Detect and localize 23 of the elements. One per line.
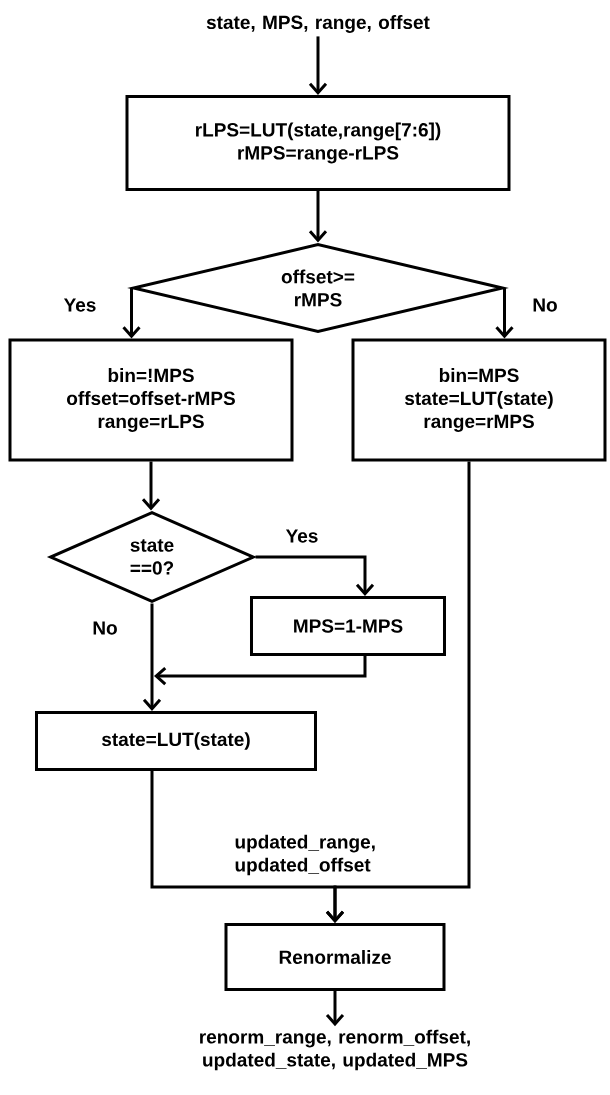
arrow <box>325 991 345 1027</box>
edge-label: Yes <box>284 528 320 544</box>
arrow <box>142 603 162 711</box>
arrow <box>255 555 375 596</box>
process-box: bin=MPS state=LUT(state) range=rMPS <box>351 338 607 462</box>
arrow <box>495 288 514 339</box>
signal-label: updated_range, updated_offset <box>235 834 375 876</box>
process-box: state=LUT(state) <box>35 711 317 771</box>
process-box: rLPS=LUT(state,range[7:6]) rMPS=range-rLPS <box>125 95 511 191</box>
process-box: bin=!MPS offset=offset-rMPS range=rLPS <box>8 338 294 462</box>
arrow <box>308 191 328 243</box>
process-box: MPS=1-MPS <box>250 596 446 656</box>
arrow <box>122 288 141 339</box>
process-box: Renormalize <box>224 923 446 991</box>
arrow <box>308 36 328 95</box>
edge-label: Yes <box>62 297 98 313</box>
arrow <box>154 656 367 686</box>
flow-text: renorm_range, renorm_offset, updated_state, updated_MPS <box>200 1029 470 1071</box>
arrow <box>325 461 471 923</box>
arrow <box>141 461 161 511</box>
edge-label: No <box>531 297 559 313</box>
flow-text: state, MPS, range, offset <box>206 15 430 33</box>
edge-label: No <box>91 620 119 636</box>
